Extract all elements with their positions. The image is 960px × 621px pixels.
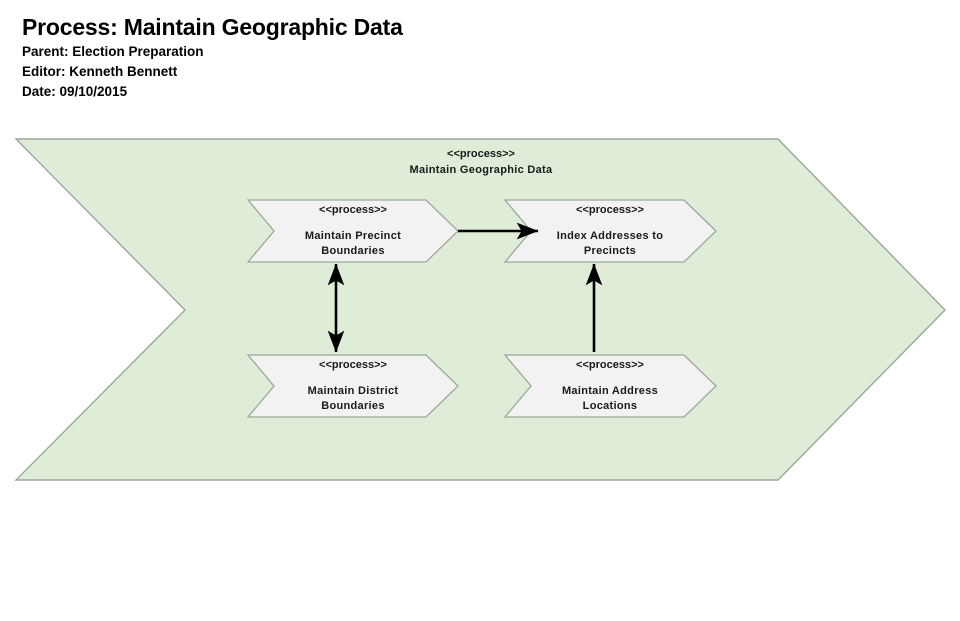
header-block: Process: Maintain Geographic Data Parent…	[22, 14, 622, 102]
node-stereotype-maintain-district-boundaries: <<process>>	[319, 359, 387, 371]
container-process-shape[interactable]	[14, 138, 946, 481]
node-label-maintain-address-locations-line1: Maintain Address	[562, 385, 658, 397]
node-label-index-addresses-to-precincts-line2: Precincts	[584, 245, 636, 257]
node-label-maintain-precinct-boundaries-line1: Maintain Precinct	[305, 230, 401, 242]
process-node-maintain-address-locations[interactable]	[503, 354, 717, 418]
date-label: Date: 09/10/2015	[22, 83, 128, 99]
editor-label: Editor: Kenneth Bennett	[22, 64, 178, 80]
node-label-maintain-district-boundaries-line1: Maintain District	[308, 385, 399, 397]
node-stereotype-maintain-address-locations: <<process>>	[576, 359, 644, 371]
parent-label: Parent: Election Preparation	[22, 44, 204, 60]
node-label-index-addresses-to-precincts-line1: Index Addresses to	[557, 230, 663, 242]
node-label-maintain-precinct-boundaries-line2: Boundaries	[321, 245, 385, 257]
node-stereotype-index-addresses-to-precincts: <<process>>	[576, 204, 644, 216]
node-label-maintain-address-locations-line2: Locations	[583, 400, 638, 412]
page-title: Process: Maintain Geographic Data	[22, 14, 403, 40]
container-name: Maintain Geographic Data	[410, 164, 553, 176]
process-node-maintain-district-boundaries[interactable]	[246, 354, 459, 418]
container-stereotype: <<process>>	[447, 148, 515, 160]
node-label-maintain-district-boundaries-line2: Boundaries	[321, 400, 385, 412]
node-stereotype-maintain-precinct-boundaries: <<process>>	[319, 204, 387, 216]
process-node-maintain-precinct-boundaries[interactable]	[246, 199, 459, 263]
